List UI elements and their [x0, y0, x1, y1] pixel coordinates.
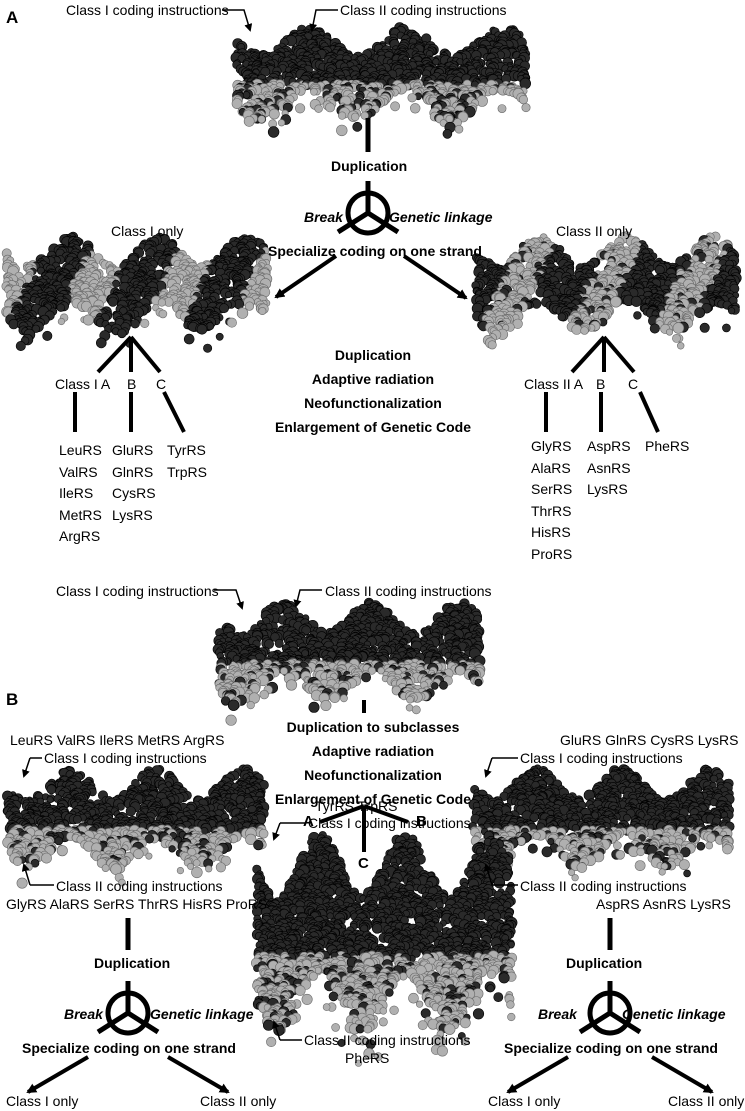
atom-sphere: [672, 333, 681, 343]
atom-sphere: [571, 324, 583, 335]
atom-sphere: [694, 307, 706, 318]
atom-sphere: [521, 103, 531, 113]
atom-sphere: [727, 307, 736, 315]
atom-sphere: [310, 88, 318, 96]
atom-sphere: [158, 309, 168, 319]
molecule-panel-a-class2: [471, 231, 742, 350]
atom-sphere: [352, 121, 363, 132]
atom-sphere: [226, 317, 237, 328]
atom-sphere: [82, 314, 94, 326]
atom-sphere: [455, 665, 466, 676]
atom-sphere: [699, 322, 710, 333]
atom-sphere: [227, 699, 240, 711]
molecule-panel-b-top: [212, 597, 486, 726]
atom-sphere: [258, 306, 267, 315]
atom-sphere: [722, 323, 731, 333]
atom-sphere: [259, 689, 269, 700]
atom-sphere: [445, 114, 454, 123]
atom-sphere: [308, 701, 320, 713]
atom-sphere: [117, 328, 127, 339]
atom-sphere: [56, 303, 65, 312]
atom-sphere: [518, 94, 529, 105]
atom-sphere: [42, 330, 53, 341]
atom-sphere: [285, 679, 298, 691]
atom-sphere: [267, 126, 280, 138]
atom-sphere: [411, 705, 421, 715]
atom-sphere: [196, 323, 208, 335]
atom-sphere: [257, 115, 266, 124]
atom-sphere: [325, 102, 335, 113]
atom-sphere: [488, 87, 497, 96]
atom-sphere: [442, 129, 453, 139]
atom-sphere: [405, 704, 414, 712]
atom-sphere: [361, 672, 371, 683]
atom-sphere: [406, 695, 414, 704]
atom-sphere: [665, 328, 673, 336]
atom-sphere: [203, 343, 213, 353]
atom-sphere: [280, 667, 288, 675]
atom-sphere: [274, 638, 284, 648]
atom-sphere: [676, 342, 685, 350]
atom-sphere: [225, 714, 237, 726]
atom-sphere: [183, 333, 195, 345]
atom-sphere: [140, 318, 150, 329]
atom-sphere: [407, 93, 417, 103]
atom-sphere: [519, 77, 531, 90]
atom-sphere: [497, 104, 507, 113]
atom-sphere: [107, 296, 118, 307]
atom-sphere: [672, 322, 685, 334]
atom-sphere: [633, 311, 642, 320]
atom-sphere: [215, 332, 224, 341]
atom-sphere: [125, 806, 136, 817]
atom-sphere: [474, 678, 483, 687]
atom-sphere: [487, 340, 497, 350]
atom-sphere: [242, 91, 251, 99]
molecule-panel-a-class1: [1, 231, 273, 353]
atom-sphere: [301, 649, 309, 658]
atom-sphere: [57, 317, 66, 326]
atom-sphere: [225, 291, 233, 299]
atom-sphere: [336, 124, 348, 137]
atom-sphere: [219, 303, 229, 314]
atom-sphere: [649, 323, 660, 334]
atom-sphere: [390, 101, 400, 112]
atom-sphere: [15, 340, 26, 351]
atom-sphere: [314, 104, 323, 113]
molecule-panel-a-top: [230, 22, 531, 139]
atom-sphere: [630, 295, 642, 307]
atom-sphere: [610, 296, 622, 308]
atom-sphere: [46, 784, 57, 795]
atom-sphere: [431, 682, 439, 690]
atom-sphere: [329, 692, 341, 704]
atom-sphere: [339, 694, 348, 703]
molecule-panel-b-left: [2, 764, 270, 889]
atom-sphere: [320, 699, 332, 711]
atom-sphere: [96, 337, 107, 349]
atom-sphere: [277, 119, 286, 127]
atom-sphere: [130, 319, 140, 329]
atom-sphere: [410, 103, 421, 114]
atom-sphere: [557, 312, 566, 322]
atom-sphere: [268, 108, 280, 120]
atom-sphere: [236, 307, 249, 319]
atom-sphere: [439, 680, 448, 690]
atom-sphere: [580, 326, 589, 335]
atom-sphere: [157, 298, 166, 307]
atom-sphere: [243, 115, 255, 127]
atom-sphere: [454, 124, 464, 134]
atom-sphere: [295, 103, 306, 114]
atom-sphere: [338, 111, 347, 120]
atom-sphere: [246, 700, 255, 710]
atom-sphere: [351, 112, 360, 122]
